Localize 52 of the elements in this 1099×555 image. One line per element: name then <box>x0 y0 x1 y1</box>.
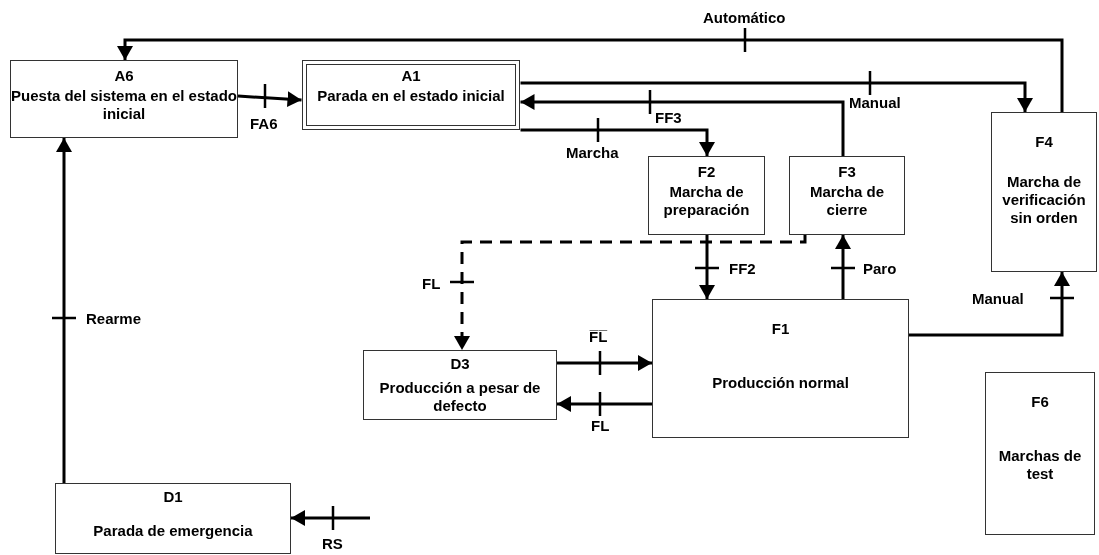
arrow <box>835 235 851 299</box>
state-name: Marcha de preparación <box>662 183 751 219</box>
arrow <box>520 81 1033 112</box>
state-name: Producción a pesar de defecto <box>378 379 542 415</box>
state-code: F3 <box>838 163 856 181</box>
state-code: D3 <box>450 355 470 373</box>
state-code: D1 <box>163 488 183 506</box>
transition-label: RS <box>322 536 343 551</box>
state-name: Parada de emergencia <box>93 522 253 540</box>
state-name: Marcha de cierre <box>808 183 886 219</box>
state-name: Marchas de test <box>997 447 1083 483</box>
state-box <box>991 112 1097 272</box>
transition-label: FL <box>591 418 610 433</box>
state-box <box>648 156 765 235</box>
transition-label: Manual <box>849 95 901 110</box>
arrow <box>291 510 370 526</box>
transition-label: FF3 <box>655 110 682 125</box>
state-code: F4 <box>1035 133 1053 151</box>
state-box <box>10 60 238 138</box>
transition-label: Paro <box>863 261 897 276</box>
transition-label: Marcha <box>566 145 619 160</box>
arrow <box>520 94 845 156</box>
state-name: Producción normal <box>712 374 849 392</box>
state-box <box>652 299 909 438</box>
transition-label: Manual <box>972 291 1024 306</box>
state-box <box>789 156 905 235</box>
arrow <box>909 272 1070 337</box>
transition-label: FL <box>422 276 441 291</box>
state-name: Marcha de verificación sin orden <box>1001 173 1087 227</box>
state-name: Puesta del sistema en el estado inicial <box>11 87 237 123</box>
arrow <box>699 235 715 299</box>
transition-label: Automático <box>703 10 786 25</box>
state-name: Parada en el estado inicial <box>317 87 505 105</box>
state-box <box>363 350 557 420</box>
state-code: F6 <box>1031 393 1049 411</box>
state-code: F1 <box>771 320 790 338</box>
transition-label: F̅L̅ <box>589 329 608 344</box>
transition-label: FA6 <box>250 116 278 131</box>
state-code: A6 <box>114 67 134 85</box>
state-box <box>985 372 1095 535</box>
arrow <box>557 396 652 412</box>
arrow <box>557 355 652 371</box>
transition-label: FF2 <box>729 261 756 276</box>
transition-label: Rearme <box>86 311 142 326</box>
state-box <box>55 483 291 554</box>
arrow <box>520 128 715 156</box>
state-code: F2 <box>697 163 716 181</box>
dashed-arrow <box>454 235 807 350</box>
arrow <box>117 38 1064 112</box>
arrow <box>56 138 72 483</box>
state-code: A1 <box>401 67 421 85</box>
arrow <box>237 91 302 108</box>
